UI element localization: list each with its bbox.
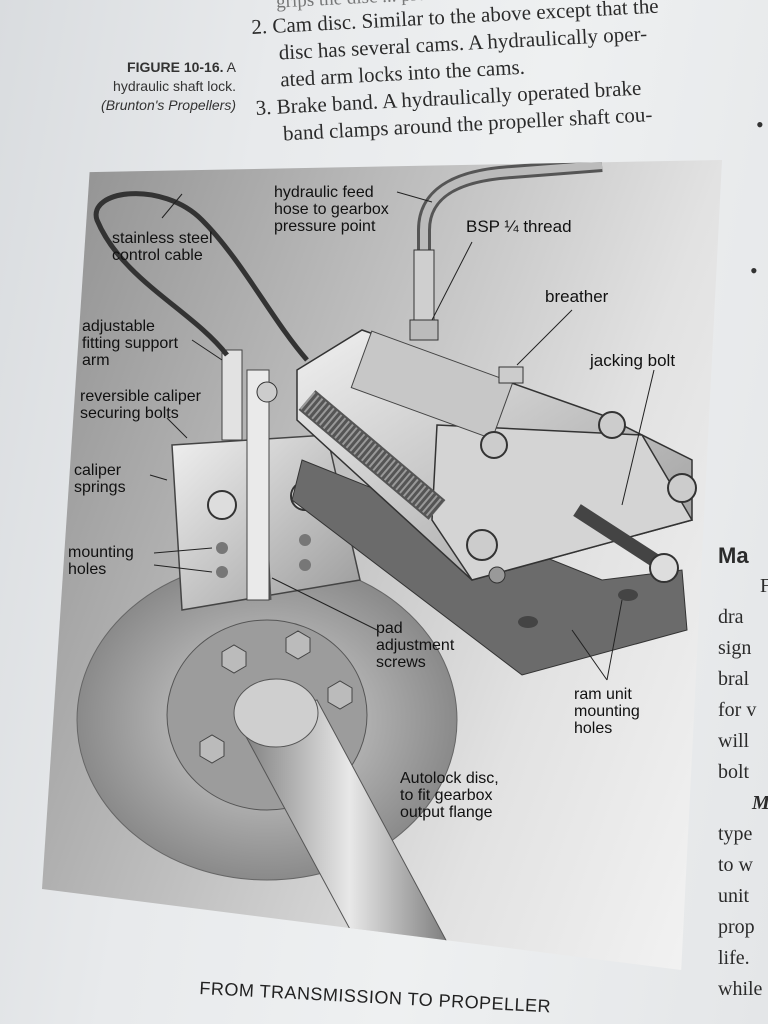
support-arm <box>221 349 243 441</box>
label-breather: breather <box>545 287 609 306</box>
right-column-line: while <box>718 978 763 1000</box>
right-column-line: bral <box>718 668 750 690</box>
figure-caption: FIGURE 10-16. A hydraulic shaft lock. (B… <box>86 58 236 115</box>
right-column-line: M <box>718 788 768 819</box>
shaft-lock-drawing <box>76 160 697 970</box>
flange-bolt <box>327 680 353 710</box>
right-column-line: to w <box>718 854 753 876</box>
right-column-heading: Ma <box>718 543 749 568</box>
bullet-mark: • <box>750 258 758 283</box>
label-stainless-steel-control-cable: stainless steel control cable <box>112 230 213 264</box>
flange-bolt <box>285 630 311 660</box>
label-reversible-caliper-securing-bolts: reversible caliper securing bolts <box>80 388 201 422</box>
label-hydraulic-feed-hose: hydraulic feed hose to gearbox pressure … <box>274 184 389 235</box>
right-column-line: life. <box>718 947 750 969</box>
leader-lines <box>149 191 655 681</box>
right-column-line: unit <box>718 885 750 907</box>
figure-number: FIGURE 10-16. <box>127 59 224 75</box>
jacking-bolt <box>573 504 666 571</box>
bullet-mark: • <box>756 112 764 137</box>
right-column-line: type <box>718 823 753 845</box>
support-arm <box>246 369 270 601</box>
right-column-line: bolt <box>718 761 750 783</box>
flange-bolt <box>199 734 225 764</box>
label-ram-unit-mounting-holes: ram unit mounting holes <box>574 686 640 737</box>
label-pad-adjustment-screws: pad adjustment screws <box>376 620 455 671</box>
right-column-line: will <box>718 730 750 752</box>
label-mounting-holes: mounting holes <box>68 544 134 578</box>
technical-illustration: stainless steel control cable hydraulic … <box>42 160 722 970</box>
caliper-bolt <box>207 490 237 520</box>
numbered-list: grips the disc ... protection 2. Cam dis… <box>250 0 757 149</box>
stainless-steel-cable <box>93 191 309 362</box>
hose-fitting <box>413 249 435 321</box>
right-column-text: Ma F dra sign bral for v will bolt M typ… <box>718 540 768 1005</box>
figure-source: (Brunton's Propellers) <box>101 97 236 113</box>
right-column-line: sign <box>718 637 752 659</box>
flange-bolt <box>221 644 247 674</box>
running-footer: FROM TRANSMISSION TO PROPELLER <box>198 978 552 1017</box>
figure-caption-text: A hydraulic shaft lock. <box>113 59 236 94</box>
right-column-line: dra <box>718 606 744 628</box>
label-jacking-bolt: jacking bolt <box>590 351 676 370</box>
right-column-line: prop <box>718 916 755 938</box>
label-caliper-springs: caliper springs <box>74 462 126 496</box>
label-adjustable-fitting-support-arm: adjustable fitting support arm <box>82 318 179 369</box>
label-bsp-thread: BSP ¼ thread <box>466 217 572 236</box>
right-column-line: F <box>760 575 768 597</box>
ram-unit-top-block <box>350 330 514 440</box>
shaft-end <box>233 678 319 748</box>
right-column-line: for v <box>718 699 757 721</box>
label-autolock-disc: Autolock disc, to fit gearbox output fla… <box>400 770 499 821</box>
breather-fitting <box>498 366 524 384</box>
